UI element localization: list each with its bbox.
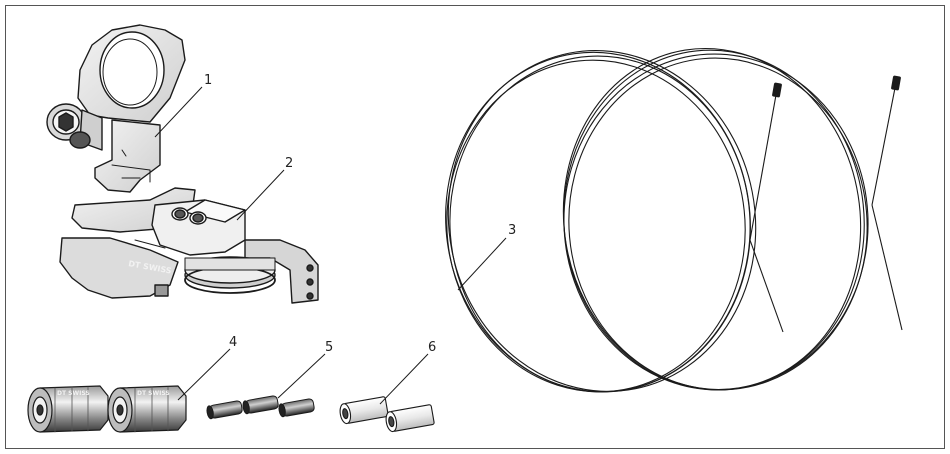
remote-lever-part — [59, 187, 319, 304]
leader-1 — [154, 86, 203, 138]
clamp-part — [46, 24, 186, 193]
ferrule-2 — [385, 404, 435, 433]
cable-end-right — [871, 75, 903, 331]
housing-cap-right — [107, 385, 187, 433]
cable-coils — [445, 47, 869, 393]
callout-4: 4 — [229, 335, 237, 350]
leader-3 — [457, 237, 507, 291]
crimp-2 — [242, 395, 279, 415]
cable-end-left — [749, 82, 784, 333]
cap-right-brand-label: DT SWISS — [137, 390, 170, 397]
cap-left-brand-label: DT SWISS — [57, 390, 90, 397]
callout-1: 1 — [204, 73, 212, 88]
leader-5 — [277, 353, 326, 399]
crimp-1 — [206, 400, 243, 420]
housing-cap-left — [27, 385, 109, 433]
callout-5: 5 — [325, 340, 333, 355]
diagram-frame — [5, 5, 945, 449]
leader-6 — [379, 353, 429, 405]
callout-2: 2 — [285, 156, 293, 171]
callout-leaders — [154, 86, 507, 405]
cable-crimps — [206, 395, 315, 420]
callout-6: 6 — [428, 340, 436, 355]
leader-2 — [236, 169, 285, 221]
ferrule-1 — [339, 396, 389, 425]
callout-3: 3 — [508, 223, 516, 238]
crimp-3 — [278, 398, 315, 418]
ferrules — [339, 396, 435, 433]
leader-4 — [177, 348, 231, 401]
